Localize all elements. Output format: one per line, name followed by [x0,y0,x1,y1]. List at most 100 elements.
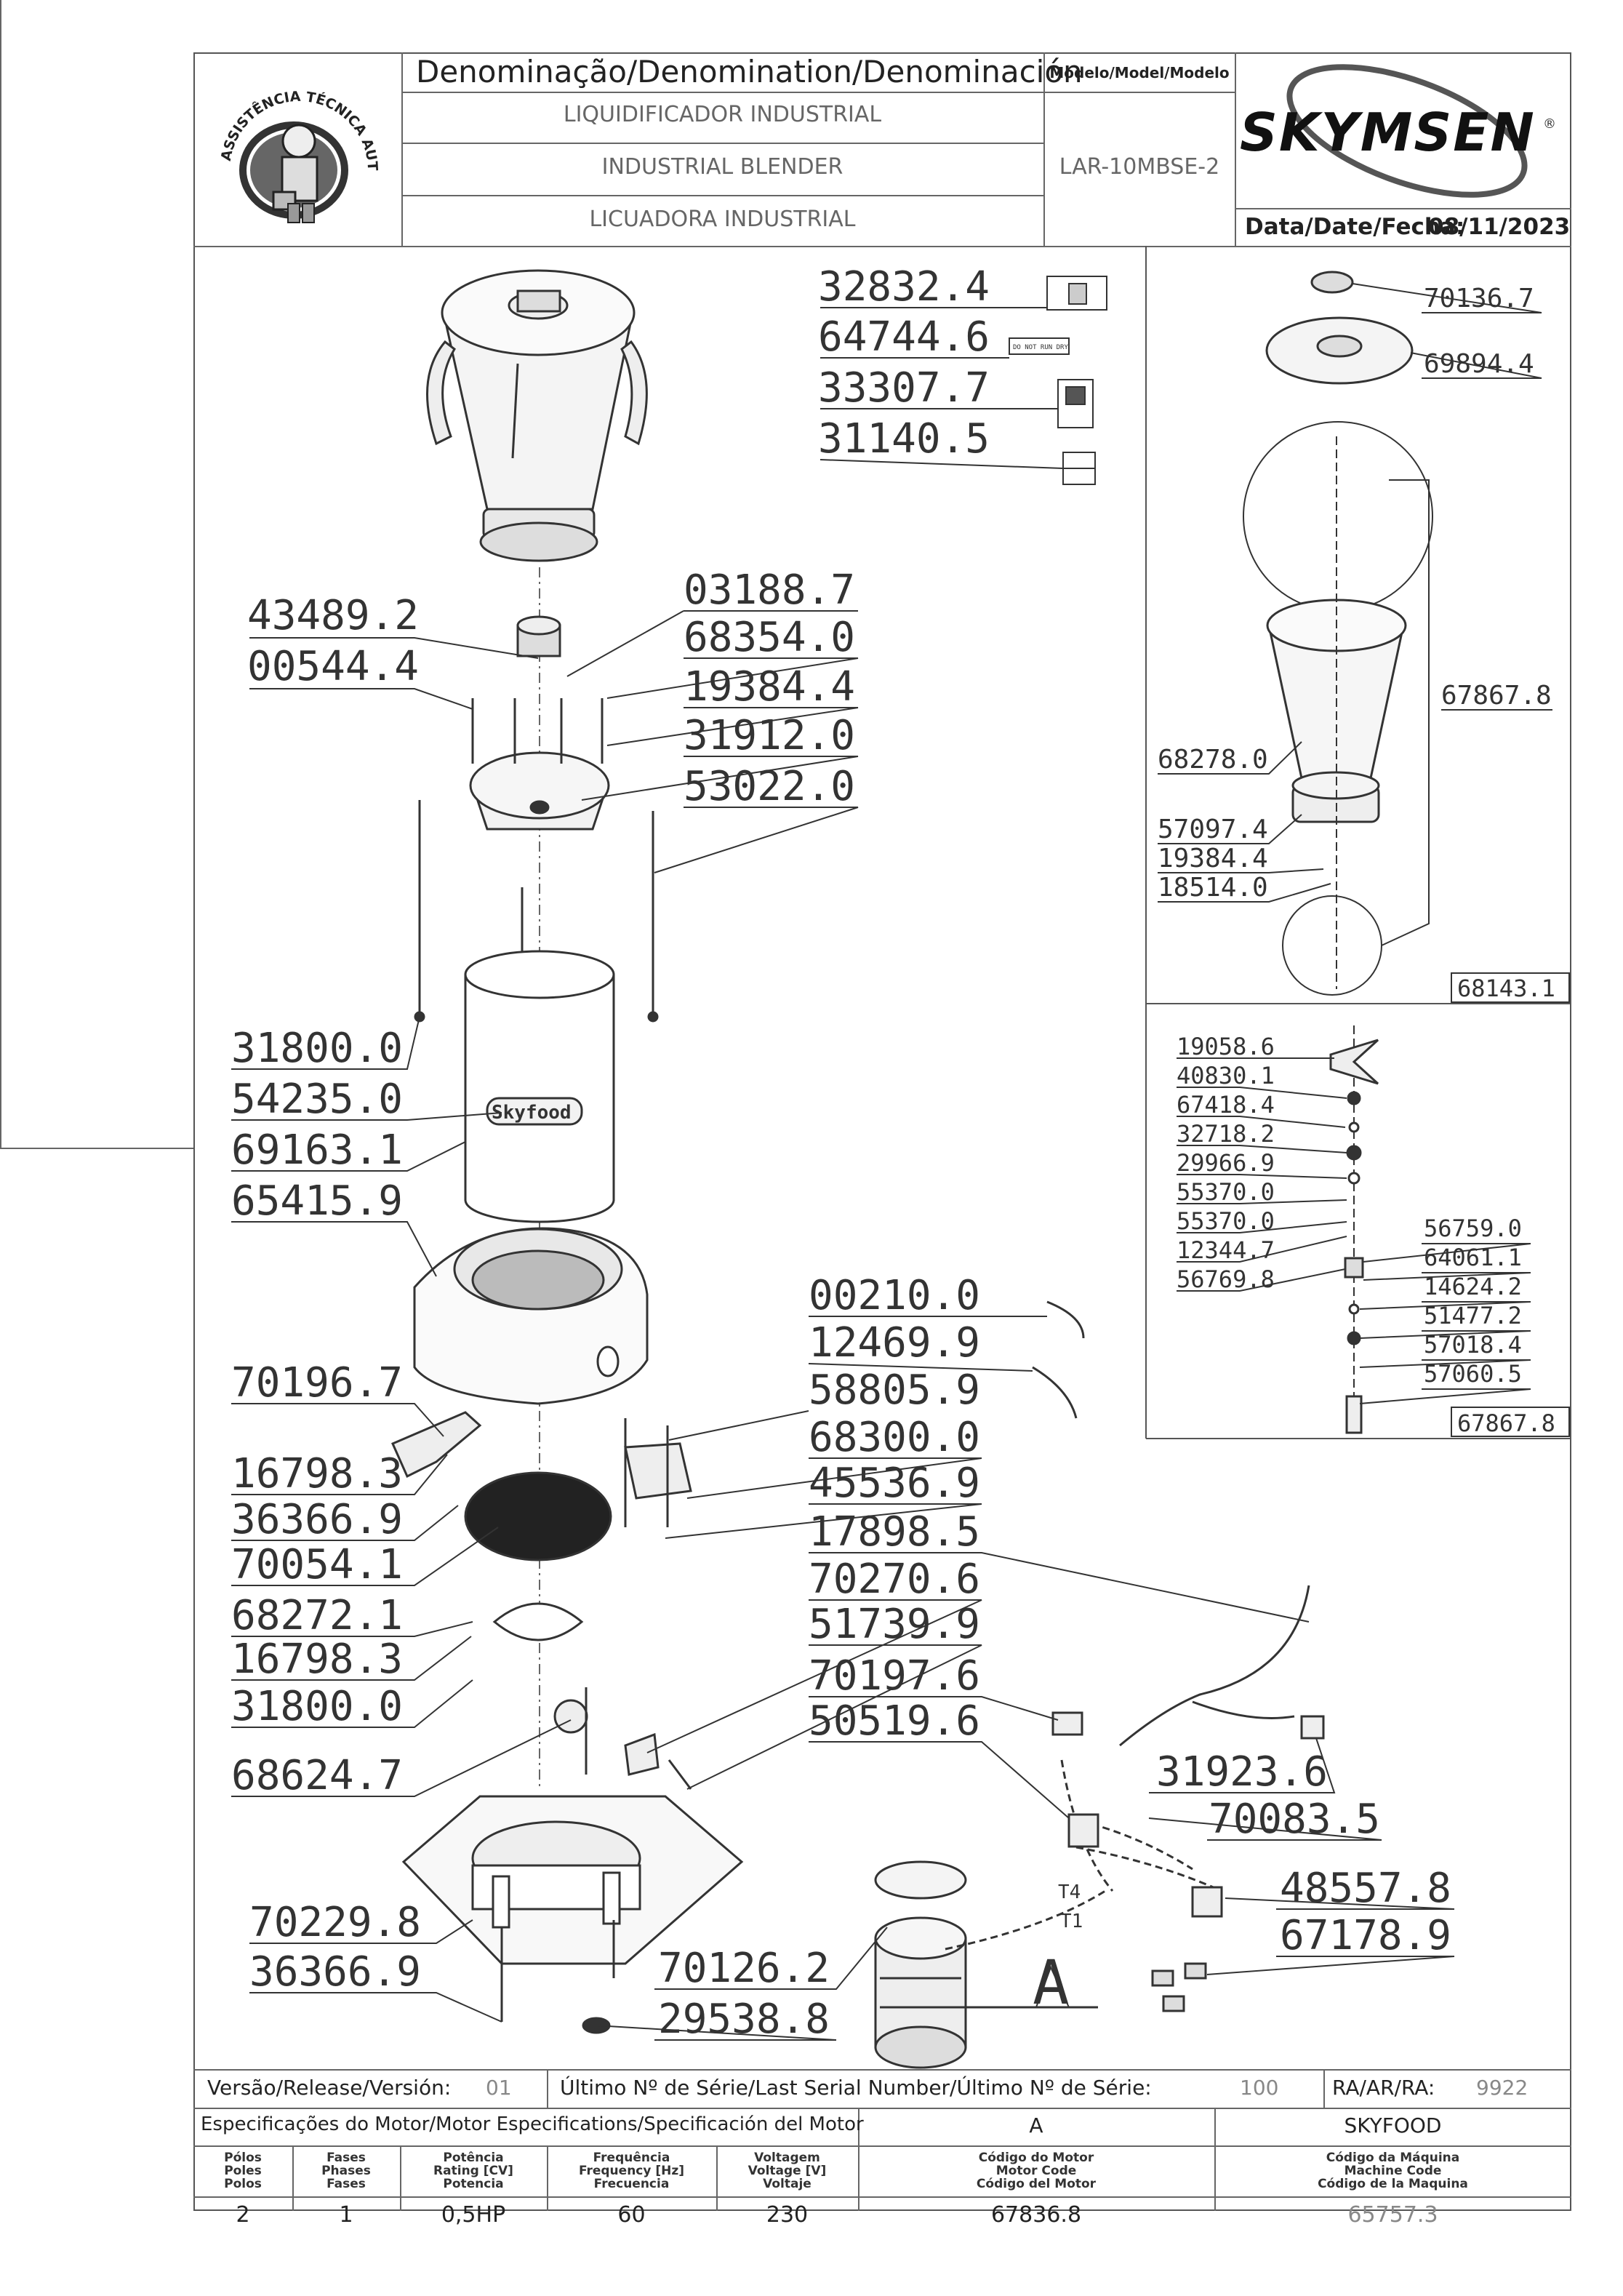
pn-left-low-2: 16798.3 [231,1450,403,1497]
housing-cylinder-drawing [464,950,615,1223]
pn-left-low-7: 31800.0 [231,1683,403,1730]
pn-blade-l6: 55370.0 [1177,1178,1275,1206]
footer-v8 [716,2145,718,2211]
registered-mark: ® [1543,116,1556,132]
footer-brand-name: SKYFOOD [1344,2113,1442,2137]
pn-left-mid-3: 69163.1 [231,1127,403,1174]
pn-decal-3: 33307.7 [818,364,990,412]
col-voltage-header: Voltagem Voltage [V] Voltaje [716,2151,858,2191]
pn-blade-r6: 57060.5 [1424,1360,1522,1388]
pn-kit-7: 18514.0 [1158,873,1268,903]
pn-blade-l2: 40830.1 [1177,1062,1275,1089]
product-name-es: LICUADORA INDUSTRIAL [589,207,856,232]
pn-left-low-3: 36366.9 [231,1496,403,1543]
pn-wiring-4: 67178.9 [1280,1912,1451,1959]
value-phases: 1 [339,2202,353,2228]
pn-decal-1: 32832.4 [818,263,990,311]
col-phases-h2: Phases [321,2164,371,2178]
col-rating-header: Potência Rating [CV] Potencia [400,2151,547,2191]
decal-text: DO NOT RUN DRY [1013,344,1068,351]
ra-label: RA/AR/RA: [1332,2076,1435,2100]
date-value: 08/11/2023 [1428,214,1571,240]
pn-base-3: 70126.2 [658,1945,830,1992]
col-machine-code-h1: Código da Máquina [1326,2151,1460,2165]
value-rating: 0,5HP [441,2202,506,2228]
pn-left-low-1: 70196.7 [231,1359,403,1407]
left-margin-line [0,1148,193,1149]
brand-logo [1236,61,1571,207]
footer-v1 [547,2069,548,2108]
col-motor-code-header: Código do Motor Motor Code Código del Mo… [858,2151,1214,2191]
serial-label: Último Nº de Série/Last Serial Number/Úl… [560,2076,1152,2100]
col-phases-h1: Fases [326,2151,366,2165]
pn-left-mid-1: 31800.0 [231,1025,403,1072]
pn-blade-l1: 19058.6 [1177,1033,1275,1060]
pn-kit-6: 19384.4 [1158,844,1268,873]
header-row-3 [401,195,1043,196]
product-name-pt: LIQUIDIFICADOR INDUSTRIAL [563,102,882,127]
ra-value: 9922 [1476,2076,1528,2100]
pn-upper-3: 19384.4 [684,663,855,711]
pn-kit-2: 69894.4 [1424,349,1534,379]
pn-left-low-8: 68624.7 [231,1752,403,1799]
pn-kit-1: 70136.7 [1424,284,1534,313]
pn-left-low-5: 68272.1 [231,1592,403,1639]
pn-blade-l7: 55370.0 [1177,1207,1275,1235]
pn-left-mid-2: 54235.0 [231,1076,403,1123]
pn-right-mid-9: 70197.6 [809,1652,980,1700]
pn-blade-r3: 14624.2 [1424,1273,1522,1300]
part-number-layer: 32832.4 64744.6 33307.7 31140.5 DO NOT R… [231,263,1555,2043]
header-div-1 [401,52,403,246]
header-div-2 [1043,52,1045,246]
wire-label-t4: T4 [1058,1881,1081,1903]
header-row-2 [401,143,1043,144]
pn-wiring-2: 70083.5 [1209,1796,1380,1843]
col-machine-code-h2: Machine Code [1344,2164,1442,2178]
pn-blade-l8: 12344.7 [1177,1236,1275,1264]
header-div-3 [1235,52,1236,246]
pn-blade-l9: 56769.8 [1177,1265,1275,1293]
motor-letter: A [1029,2113,1043,2137]
model-label: Modelo/Model/Modelo [1049,64,1230,81]
left-margin-vline [0,0,1,1148]
col-rating-h3: Potencia [443,2177,504,2191]
header-row-1 [401,92,1235,93]
col-motor-code-h2: Motor Code [995,2164,1077,2178]
pn-kit-5: 57097.4 [1158,815,1268,844]
col-motor-code-h1: Código do Motor [978,2151,1094,2165]
kit-panel-drawing [1243,271,1570,1003]
pn-base-2: 36366.9 [249,1948,421,1996]
sheet-border [193,52,1571,2211]
footer-line-2 [193,2108,1571,2109]
pn-right-mid-2: 12469.9 [809,1319,980,1367]
value-frequency: 60 [617,2202,646,2228]
pn-blade-r5: 57018.4 [1424,1331,1522,1359]
pn-left-low-4: 70054.1 [231,1541,403,1588]
wiring-drawing [920,1300,1325,2012]
decal-icons [1009,276,1107,485]
value-machine-code: 65757.3 [1347,2202,1438,2228]
header-row-4 [1235,208,1571,209]
pn-left-low-6: 16798.3 [231,1636,403,1683]
serial-value: 100 [1240,2076,1279,2100]
col-poles-h2: Poles [224,2164,262,2178]
col-frequency-header: Frequência Frequency [Hz] Frecuencia [547,2151,716,2191]
col-phases-h3: Fases [326,2177,366,2191]
col-rating-h2: Rating [CV] [433,2164,513,2178]
product-name-en: INDUSTRIAL BLENDER [601,154,843,180]
pn-right-mid-5: 45536.9 [809,1460,980,1507]
pn-base-4: 29538.8 [658,1996,830,2043]
pn-right-mid-6: 17898.5 [809,1508,980,1556]
pn-upper-4: 31912.0 [684,712,855,759]
col-poles-h3: Polos [224,2177,262,2191]
col-poles-header: Pólos Poles Polos [193,2151,292,2191]
pn-blade-l3: 67418.4 [1177,1091,1275,1119]
value-poles: 2 [236,2202,250,2228]
col-voltage-h1: Voltagem [754,2151,820,2165]
pn-right-mid-7: 70270.6 [809,1556,980,1603]
pn-blade-r1: 56759.0 [1424,1215,1522,1242]
col-voltage-h3: Voltaje [763,2177,812,2191]
col-machine-code-header: Código da Máquina Machine Code Código de… [1214,2151,1571,2191]
footer-v5 [292,2145,294,2211]
